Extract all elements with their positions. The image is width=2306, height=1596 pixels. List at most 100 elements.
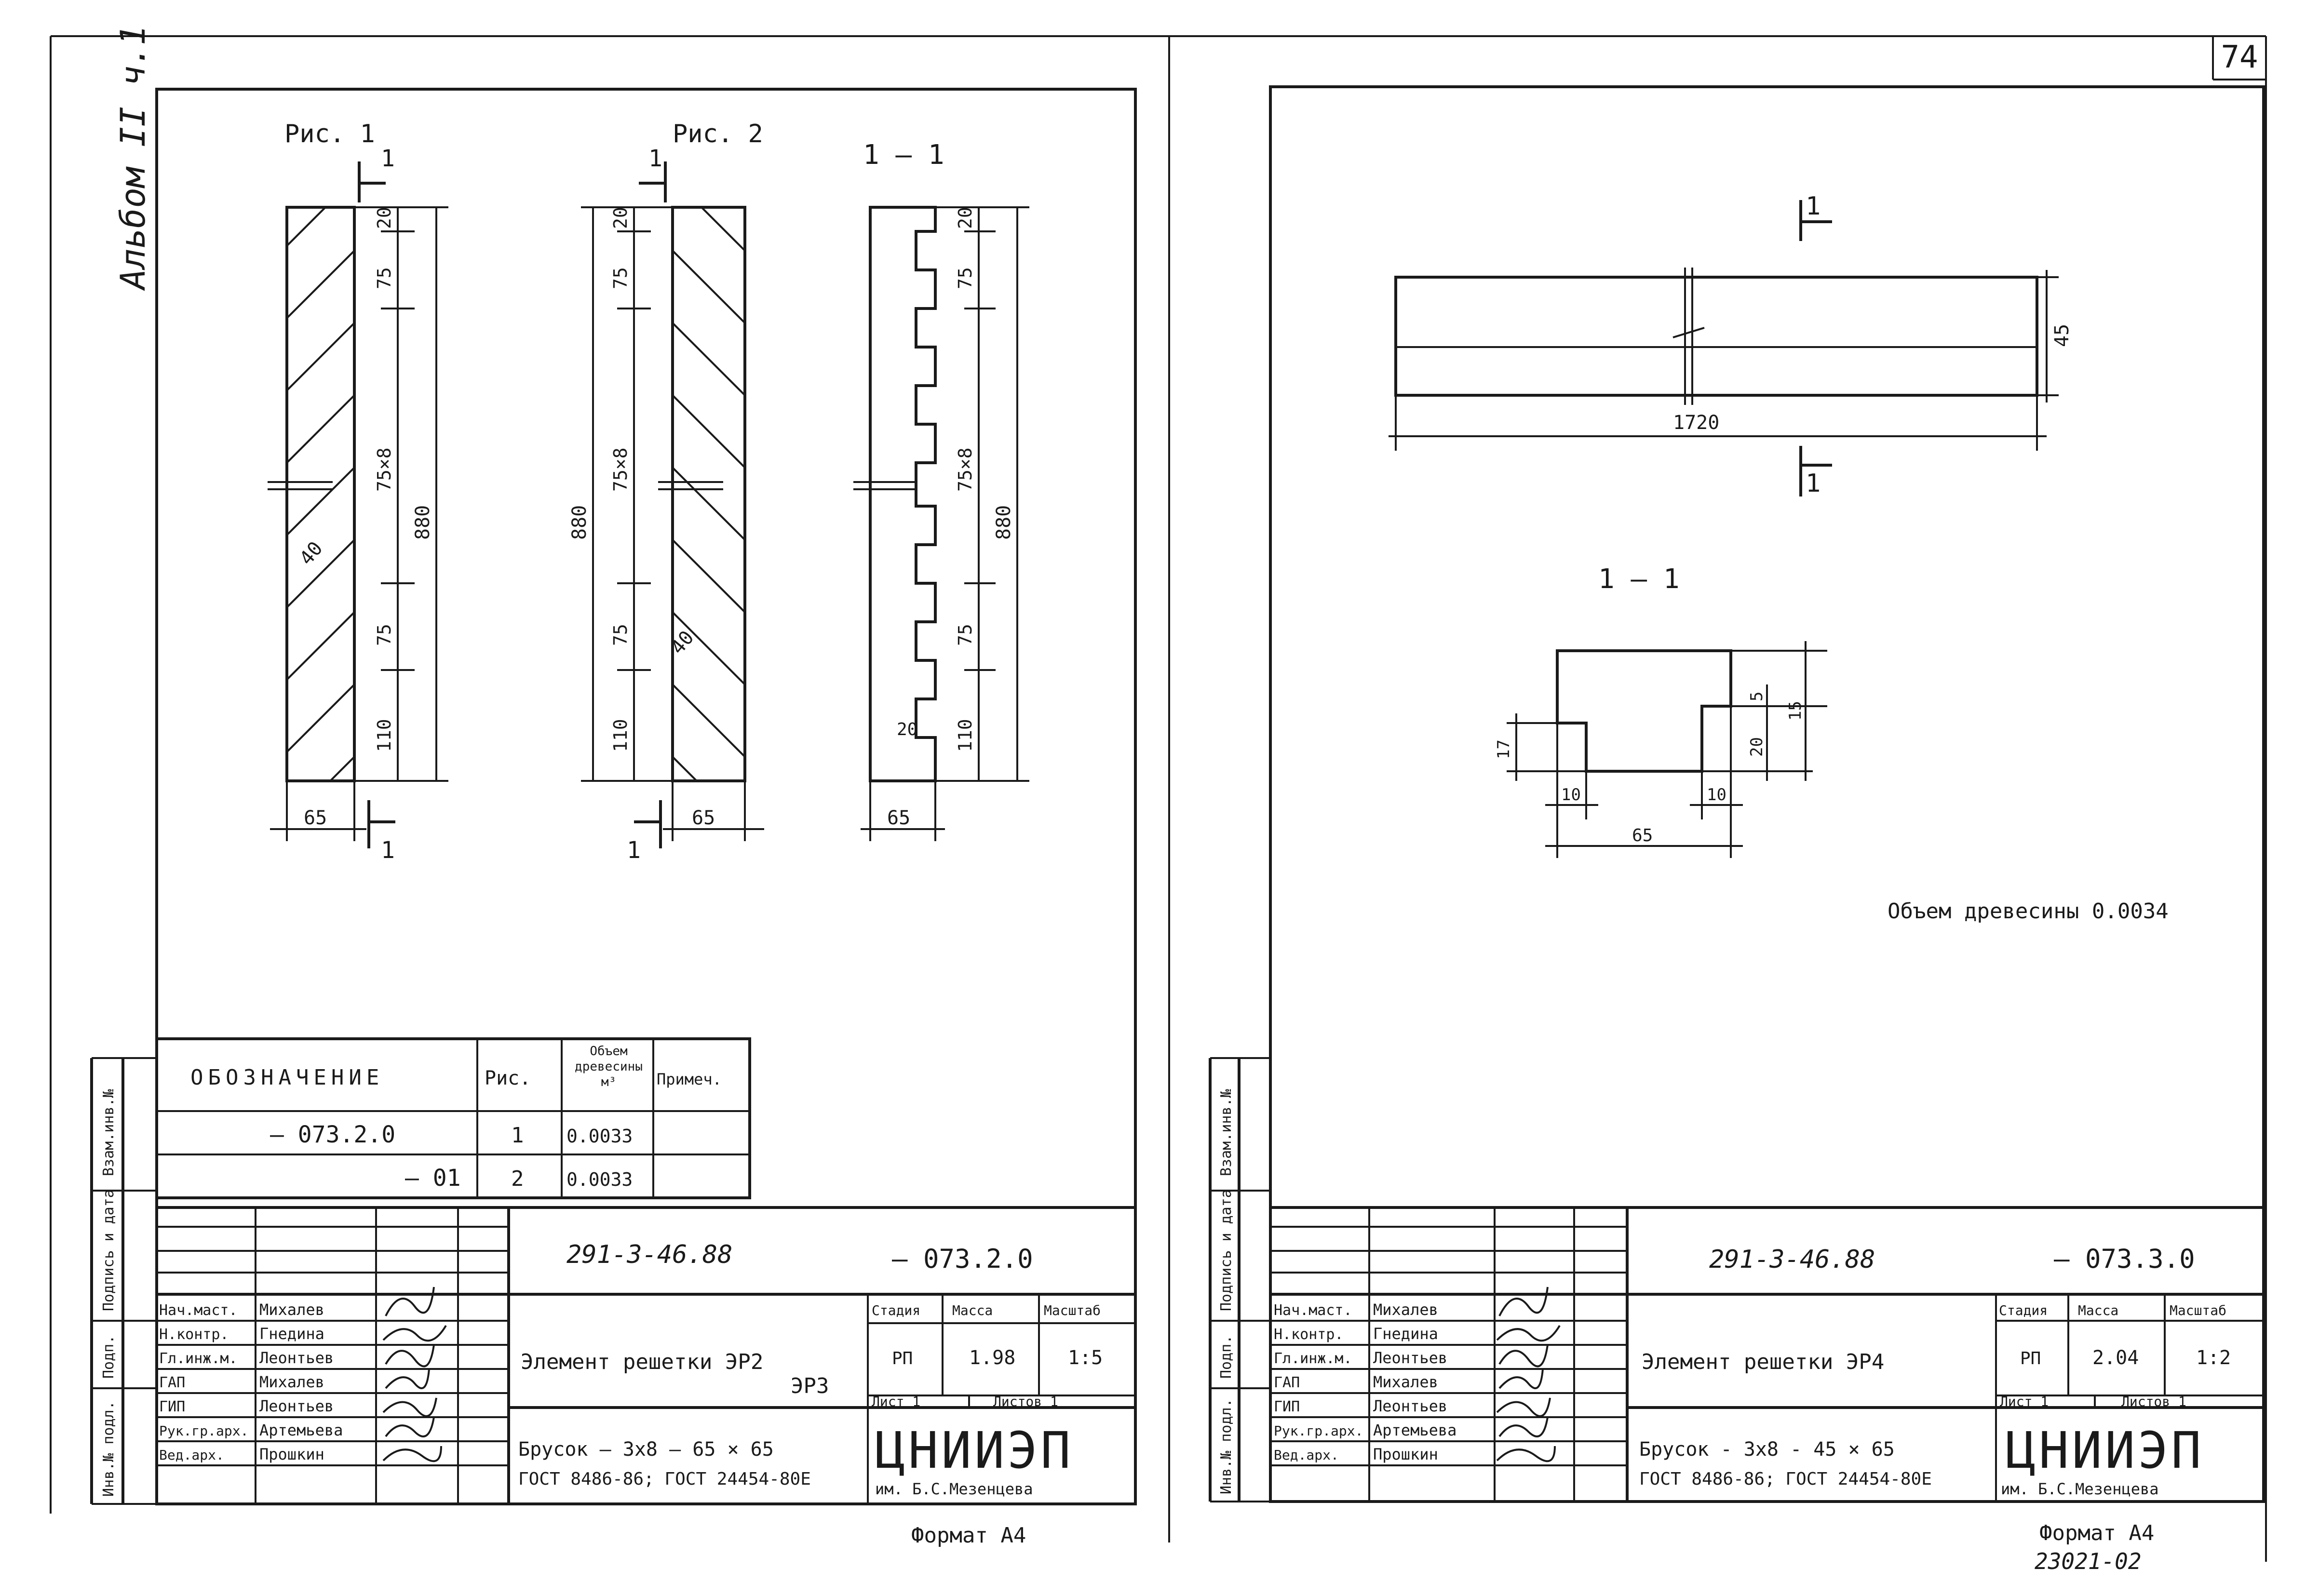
left-name-1: Михалев bbox=[259, 1301, 324, 1319]
fig2-drawing: Рис. 2 40 1 1 bbox=[568, 120, 764, 864]
right-title-block: 291-3-46.88 — 073.3.0 Нач.маст. Н.контр.… bbox=[1269, 1206, 2265, 1574]
left-sheet: Взам.инв.№ Подпись и дата Подп. Инв.№ по… bbox=[90, 88, 1137, 1548]
left-title-line2: ЭР3 bbox=[791, 1374, 829, 1398]
right-col-mass: Масса bbox=[2078, 1302, 2118, 1318]
fig2-dim-110: 110 bbox=[610, 719, 631, 752]
section-dim-65: 65 bbox=[887, 807, 910, 829]
left-name-2: Гнедина bbox=[259, 1325, 324, 1343]
fig1-dim-65: 65 bbox=[304, 807, 327, 829]
left-role-4: ГАП bbox=[159, 1374, 185, 1391]
fig1-angle-label: 40 bbox=[295, 537, 327, 569]
left-col-stage: Стадия bbox=[872, 1302, 920, 1318]
plan-cut-mark-bottom: 1 bbox=[1806, 469, 1821, 498]
left-col-mass: Масса bbox=[952, 1302, 993, 1318]
page-number: 74 bbox=[2221, 40, 2258, 75]
left-stage-value: РП bbox=[892, 1349, 913, 1368]
right-title-line1: Элемент решетки ЭР4 bbox=[1642, 1350, 1884, 1374]
left-doc-code: 291-3-46.88 bbox=[566, 1240, 732, 1269]
left-material-line1: Брусок — 3х8 — 65 × 65 bbox=[518, 1438, 774, 1461]
left-side-label-3: Подп. bbox=[100, 1335, 117, 1379]
right-role-5: ГИП bbox=[1274, 1398, 1300, 1415]
left-sheet-label: Лист 1 bbox=[872, 1394, 920, 1409]
profile-dim-20: 20 bbox=[1747, 737, 1767, 757]
right-sheet-label: Лист 1 bbox=[2000, 1394, 2049, 1409]
fig2-title: Рис. 2 bbox=[673, 120, 763, 148]
fig1-dim-880: 880 bbox=[412, 505, 434, 540]
fig1-title: Рис. 1 bbox=[284, 120, 375, 148]
right-mass-value: 2.04 bbox=[2092, 1347, 2139, 1369]
left-role-2: Н.контр. bbox=[159, 1326, 229, 1343]
left-org-logo: ЦНИИЭП bbox=[875, 1421, 1074, 1480]
left-side-label-4: Инв.№ подл. bbox=[100, 1401, 117, 1497]
right-role-1: Нач.маст. bbox=[1274, 1302, 1352, 1319]
wood-volume: Объем древесины 0.0034 bbox=[1888, 899, 2169, 924]
plan-dim-length: 1720 bbox=[1673, 412, 1719, 434]
left-material-line2: ГОСТ 8486-86; ГОСТ 24454-80Е bbox=[518, 1469, 811, 1489]
right-col-stage: Стадия bbox=[1999, 1302, 2048, 1318]
left-org-sub: им. Б.С.Мезенцева bbox=[875, 1480, 1033, 1498]
spec-row1-code: — 073.2.0 bbox=[270, 1121, 395, 1148]
right-role-7: Вед.арх. bbox=[1274, 1447, 1339, 1463]
spec-row1-fig: 1 bbox=[511, 1123, 524, 1148]
profile-dim-65: 65 bbox=[1632, 826, 1653, 845]
right-sheets-label: Листов 1 bbox=[2121, 1394, 2186, 1409]
left-col-scale: Масштаб bbox=[1044, 1302, 1101, 1318]
album-label: Альбом II ч.1 bbox=[113, 25, 153, 291]
fig1-dim-20: 20 bbox=[374, 207, 395, 229]
fig1-dim-75-top: 75 bbox=[374, 267, 395, 289]
spec-row2-fig: 2 bbox=[511, 1167, 524, 1191]
profile-dim-5: 5 bbox=[1747, 692, 1767, 701]
right-sheet-code: — 073.3.0 bbox=[2054, 1244, 2195, 1274]
left-side-label-1: Взам.инв.№ bbox=[100, 1089, 117, 1176]
right-sheet: Взам.инв.№ Подпись и дата Подп. Инв.№ по… bbox=[1209, 85, 2265, 1574]
left-name-7: Прошкин bbox=[259, 1445, 324, 1463]
plan-cut-mark-top: 1 bbox=[1806, 192, 1821, 221]
right-archive-number: 23021-02 bbox=[2035, 1548, 2142, 1574]
right-doc-code: 291-3-46.88 bbox=[1709, 1245, 1875, 1274]
right-role-3: Гл.инж.м. bbox=[1274, 1350, 1352, 1367]
fig2-hatching bbox=[673, 207, 745, 781]
fig1-dim-110: 110 bbox=[374, 719, 395, 752]
left-name-5: Леонтьев bbox=[259, 1397, 334, 1415]
spec-row2-code: — 01 bbox=[405, 1165, 461, 1192]
section-dim-75x8: 75×8 bbox=[955, 447, 976, 492]
right-col-scale: Масштаб bbox=[2170, 1302, 2226, 1318]
left-role-5: ГИП bbox=[159, 1398, 185, 1415]
left-role-7: Вед.арх. bbox=[159, 1447, 224, 1463]
fig1-cut-mark-bottom: 1 bbox=[381, 837, 395, 864]
profile-dim-10b: 10 bbox=[1707, 785, 1726, 805]
fig2-cut-mark-bottom: 1 bbox=[627, 837, 641, 864]
right-name-5: Леонтьев bbox=[1373, 1397, 1447, 1415]
right-section-title: 1 — 1 bbox=[1598, 563, 1680, 595]
left-role-3: Гл.инж.м. bbox=[159, 1350, 238, 1367]
spec-header-volume: Объем древесины м³ bbox=[575, 1044, 643, 1089]
left-side-strip: Взам.инв.№ Подпись и дата Подп. Инв.№ по… bbox=[90, 1057, 157, 1505]
fig2-dim-65: 65 bbox=[692, 807, 715, 829]
fig1-drawing: Рис. 1 40 1 bbox=[268, 120, 448, 864]
section-dim-20-notch: 20 bbox=[897, 720, 917, 739]
section-dim-110: 110 bbox=[955, 719, 976, 752]
plan-view: 1 1 1720 45 bbox=[1389, 192, 2073, 498]
profile-dim-10a: 10 bbox=[1561, 785, 1581, 805]
right-org-logo: ЦНИИЭП bbox=[2006, 1421, 2204, 1480]
left-name-6: Артемьева bbox=[259, 1421, 343, 1439]
fig1-dim-75-bottom: 75 bbox=[374, 624, 395, 646]
fig1-hatching bbox=[287, 207, 354, 781]
right-name-1: Михалев bbox=[1373, 1301, 1438, 1319]
fig2-dim-880: 880 bbox=[568, 505, 591, 540]
right-material-line1: Брусок - 3х8 - 45 × 65 bbox=[1639, 1438, 1895, 1461]
left-title-line1: Элемент решетки ЭР2 bbox=[521, 1350, 763, 1374]
left-name-3: Леонтьев bbox=[259, 1349, 334, 1367]
right-role-2: Н.контр. bbox=[1274, 1326, 1344, 1343]
left-title-block: 291-3-46.88 — 073.2.0 Нач.маст. Н.контр.… bbox=[155, 1206, 1137, 1548]
left-sheets-label: Листов 1 bbox=[993, 1394, 1058, 1409]
left-scale-value: 1:5 bbox=[1068, 1347, 1103, 1369]
right-name-7: Прошкин bbox=[1373, 1445, 1438, 1463]
fig2-dim-20: 20 bbox=[610, 207, 631, 229]
right-name-3: Леонтьев bbox=[1373, 1349, 1447, 1367]
right-material-line2: ГОСТ 8486-86; ГОСТ 24454-80Е bbox=[1639, 1469, 1932, 1489]
left-name-4: Михалев bbox=[259, 1373, 324, 1391]
section-dim-75-top: 75 bbox=[955, 267, 976, 289]
